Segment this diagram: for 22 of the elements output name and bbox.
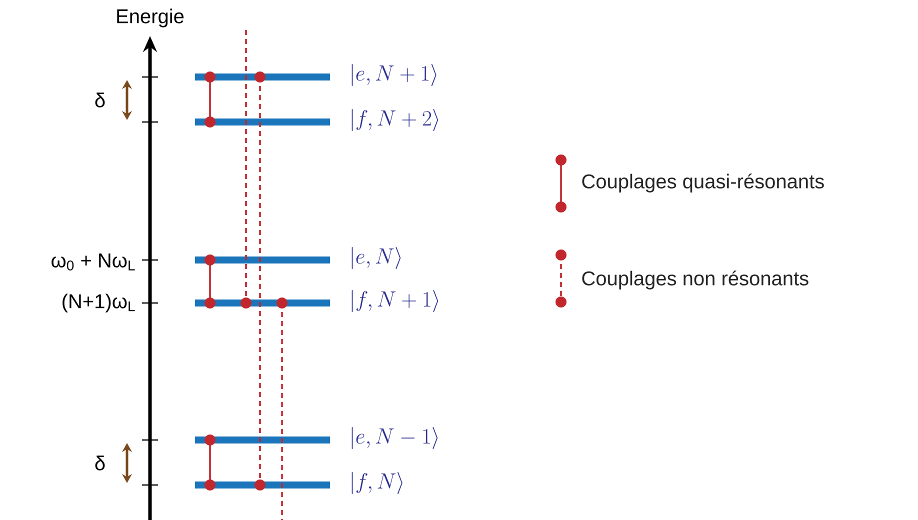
state-label: $|e, N-1\rangle$ [352, 427, 438, 449]
coupling-line [240, 30, 252, 308]
state-label: $|e, N\rangle$ [352, 247, 401, 269]
coupling-line [204, 72, 216, 128]
state-label: $|f, N+2\rangle$ [352, 109, 438, 131]
delta-label: δ [95, 456, 105, 470]
coupling-line [204, 254, 216, 308]
tick-label: ω$_{0}$ + Nω$_{L}$ [52, 254, 135, 270]
legend-text: Couplages quasi-résonants [582, 174, 824, 192]
energy-level-bar [195, 118, 330, 126]
energy-level-bar [195, 436, 330, 444]
coupling-line [254, 72, 266, 490]
axis-title: Energie [117, 8, 184, 28]
state-label: $|e, N+1\rangle$ [352, 64, 436, 86]
tick-label: (N+1)ω$_{L}$ [62, 294, 135, 312]
delta-label: δ [95, 92, 105, 108]
coupling-line [204, 434, 216, 490]
state-label: $|f, N+1\rangle$ [352, 290, 438, 312]
energy-level-bar [195, 256, 330, 264]
state-label: $|f, N\rangle$ [352, 472, 402, 494]
coupling-line [276, 298, 288, 520]
legend-text: Couplages non résonants [582, 270, 808, 290]
